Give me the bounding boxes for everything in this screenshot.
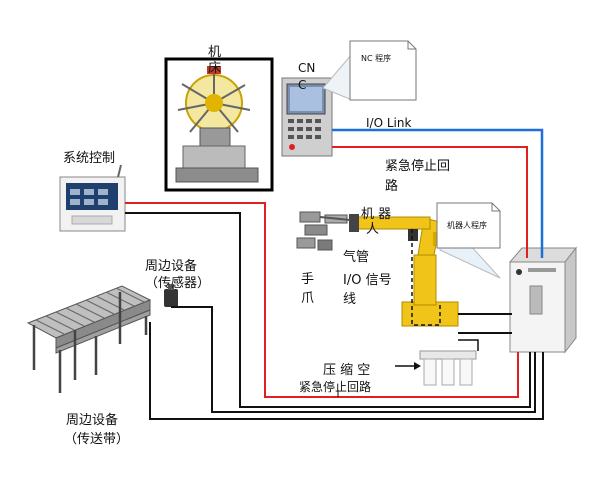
robot-controller-cabinet <box>508 246 578 354</box>
system-control-panel <box>59 164 126 232</box>
gripper-hand <box>296 211 351 251</box>
label-sensor-device-2: （传感器） <box>145 276 211 291</box>
label-io-link: I/O Link <box>366 116 412 130</box>
estop-line-panel <box>125 202 519 398</box>
robot-program-doc <box>436 202 501 279</box>
label-robot-2: 人 <box>366 222 380 237</box>
label-io-signal-2: 线 <box>343 292 357 307</box>
nc-program-doc <box>322 40 417 101</box>
label-hand: 手 <box>301 272 315 287</box>
signal-line-sensor <box>171 306 536 413</box>
io-link-line <box>332 128 544 258</box>
air-regulator <box>395 350 477 386</box>
label-io-signal: I/O 信号 <box>343 273 392 288</box>
label-conveyor-device: 周边设备 <box>66 413 119 428</box>
label-estop-circuit: 紧急停止回 <box>385 159 451 174</box>
label-air-pipe: 气管 <box>343 250 370 265</box>
air-line-robot <box>458 339 479 351</box>
label-robot-program: 机器人程序 <box>447 221 487 230</box>
conveyor-belt <box>26 285 152 393</box>
label-sensor-device: 周边设备 <box>145 259 198 274</box>
label-machine-2: 床 <box>208 61 222 76</box>
robot-cable <box>458 313 512 334</box>
machine-tool <box>164 57 274 192</box>
cnc-controller <box>281 77 333 157</box>
label-nc-program: NC 程序 <box>361 54 392 63</box>
signal-line-conveyor <box>149 322 544 420</box>
label-system-control: 系统控制 <box>63 151 116 166</box>
signal-line-panel <box>125 212 531 408</box>
label-machine: 机 <box>208 45 222 60</box>
label-estop-circuit-2: 路 <box>385 179 399 194</box>
label-hand-2: 爪 <box>301 291 315 306</box>
sensor-device <box>164 284 178 307</box>
estop-line-cnc <box>332 146 528 258</box>
label-estop-circuit-bottom: 紧急停止回路 <box>299 380 372 394</box>
label-compressed-air: 压 缩 空 <box>323 363 371 378</box>
label-cnc-2: C <box>298 78 307 92</box>
robot-internal-line <box>411 229 441 326</box>
label-cnc: CN <box>298 61 316 75</box>
label-robot: 机 器 <box>361 207 392 222</box>
label-conveyor-device-2: （传送带） <box>64 432 130 447</box>
